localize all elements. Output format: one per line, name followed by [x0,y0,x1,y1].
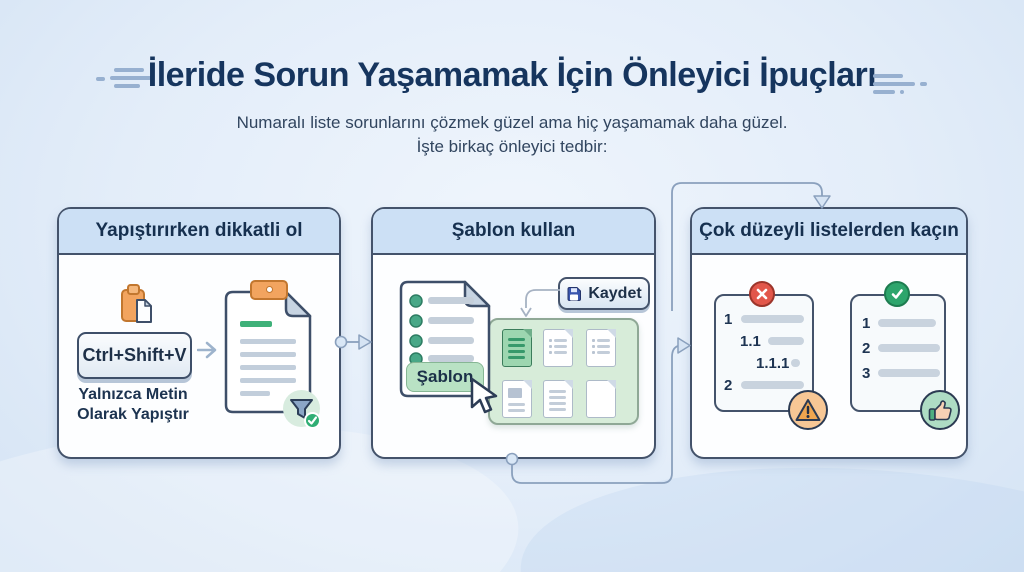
subtitle-line-2: İşte birkaç önleyici tedbir: [416,137,608,156]
list-number: 1 [724,311,733,328]
card-use-template: Şablon kullan [371,207,656,459]
filter-icon [283,390,320,427]
file-icon [502,380,532,418]
arrow-right-icon [197,341,221,359]
card-avoid-multilevel-lists: Çok düzeyli listelerden kaçın 1 1.1 1.1.… [690,207,968,459]
file-icon [586,380,616,418]
caption-line-2: Olarak Yapıştır [77,406,189,423]
caption-line-1: Yalnızca Metin [78,386,188,403]
list-number: 1 [862,315,871,332]
template-gallery [488,318,639,425]
card-title: Yapıştırırken dikkatli ol [59,209,339,255]
clipboard-icon [120,283,154,327]
page-title: İleride Sorun Yaşamamak İçin Önleyici İp… [147,56,877,94]
template-file-icon [502,329,532,367]
subtitle-line-1: Numaralı liste sorunlarını çözmek güzel … [236,113,788,132]
document-clip-icon [250,280,288,300]
success-icon [884,281,910,307]
file-icon [586,329,616,367]
list-number: 2 [724,377,733,394]
check-icon [304,412,321,429]
paste-caption: Yalnızca Metin Olarak Yapıştır [63,385,203,425]
save-icon [566,286,582,302]
card-title: Çok düzeyli listelerden kaçın [692,209,966,255]
document-icon [224,290,312,414]
file-icon [543,380,573,418]
thumbs-up-icon [920,390,960,430]
list-number: 2 [862,340,871,357]
cursor-icon [468,377,504,417]
list-number: 1.1 [740,333,761,350]
card-paste-carefully: Yapıştırırken dikkatli ol Ctrl+Shift+V Y… [57,207,341,459]
save-button-label: Kaydet [588,284,642,302]
keyboard-shortcut-key[interactable]: Ctrl+Shift+V [77,332,192,379]
file-icon [543,329,573,367]
speed-lines-icon [872,70,932,98]
speed-lines-icon [96,64,156,92]
background-wave [512,445,1024,572]
list-number: 1.1.1 [756,355,790,372]
card-title: Şablon kullan [373,209,654,255]
save-button[interactable]: Kaydet [558,277,650,310]
error-icon [749,281,775,307]
list-number: 3 [862,365,871,382]
warning-icon [788,390,828,430]
save-flow-arrow-icon [516,284,564,320]
